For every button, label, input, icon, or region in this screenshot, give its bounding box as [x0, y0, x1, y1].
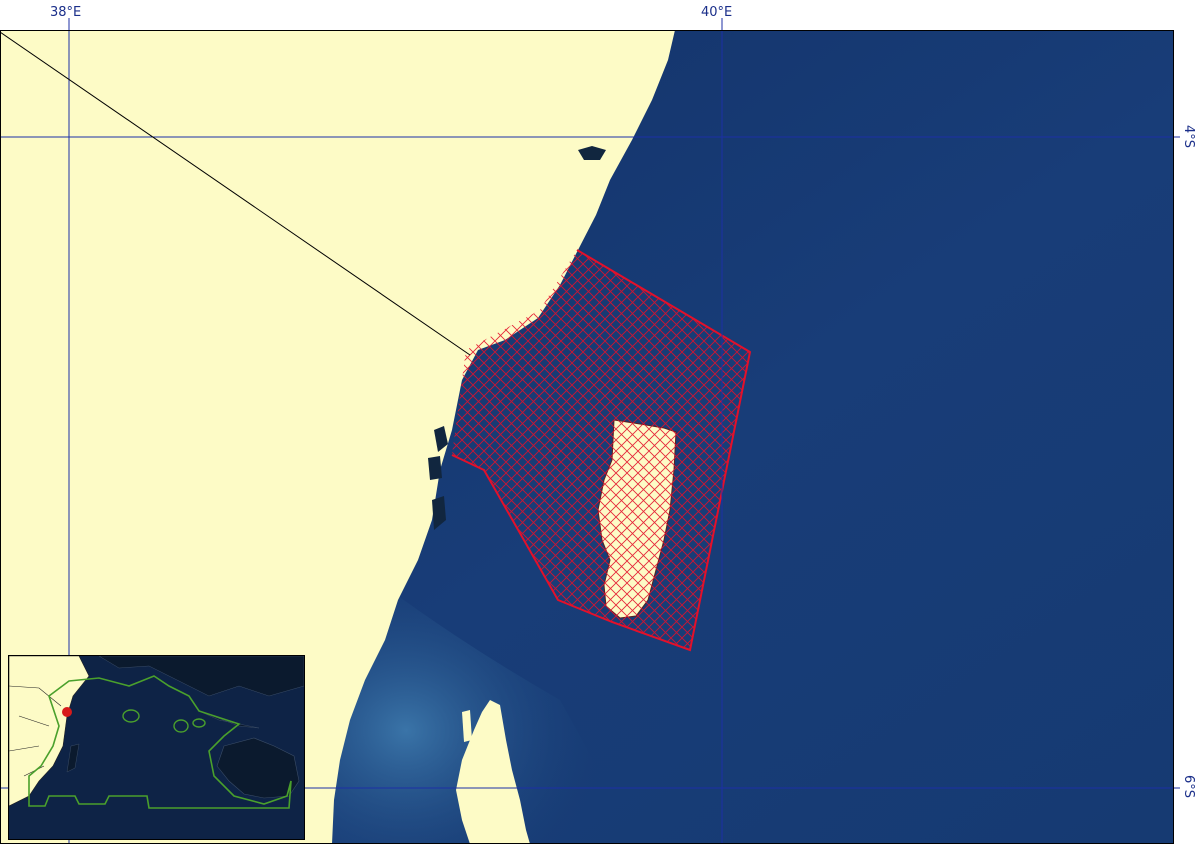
inset-region-boundary [28, 675, 292, 809]
inset-africa [9, 656, 90, 807]
mainland [0, 30, 675, 844]
inset-boundary-loop [122, 709, 140, 723]
small-islet [462, 710, 472, 742]
coastal-islet [434, 426, 448, 452]
inset-borders [9, 685, 62, 777]
coastal-islet [432, 496, 446, 530]
inset-boundary-loop [192, 718, 206, 728]
inset-australia [216, 737, 300, 799]
southern-island [456, 700, 530, 844]
inset-map-svg [9, 656, 304, 839]
highlighted-area-outline [451, 249, 752, 652]
inset-asia [98, 656, 304, 697]
inset-islands [198, 710, 260, 729]
coastal-islet [428, 456, 442, 480]
inset-madagascar [66, 743, 80, 773]
inset-location-marker [62, 707, 72, 717]
inset-leader-line [0, 31, 471, 356]
latitude-label-4s: 4°S [1181, 125, 1196, 149]
inset-overview-map[interactable] [8, 655, 305, 840]
latitude-label-6s: 6°S [1181, 775, 1196, 799]
longitude-label-40e: 40°E [701, 5, 733, 20]
longitude-label-38e: 38°E [50, 5, 82, 20]
highlighted-area[interactable] [452, 250, 750, 650]
coastal-islet [578, 146, 606, 160]
inset-boundary-loop [173, 719, 189, 733]
